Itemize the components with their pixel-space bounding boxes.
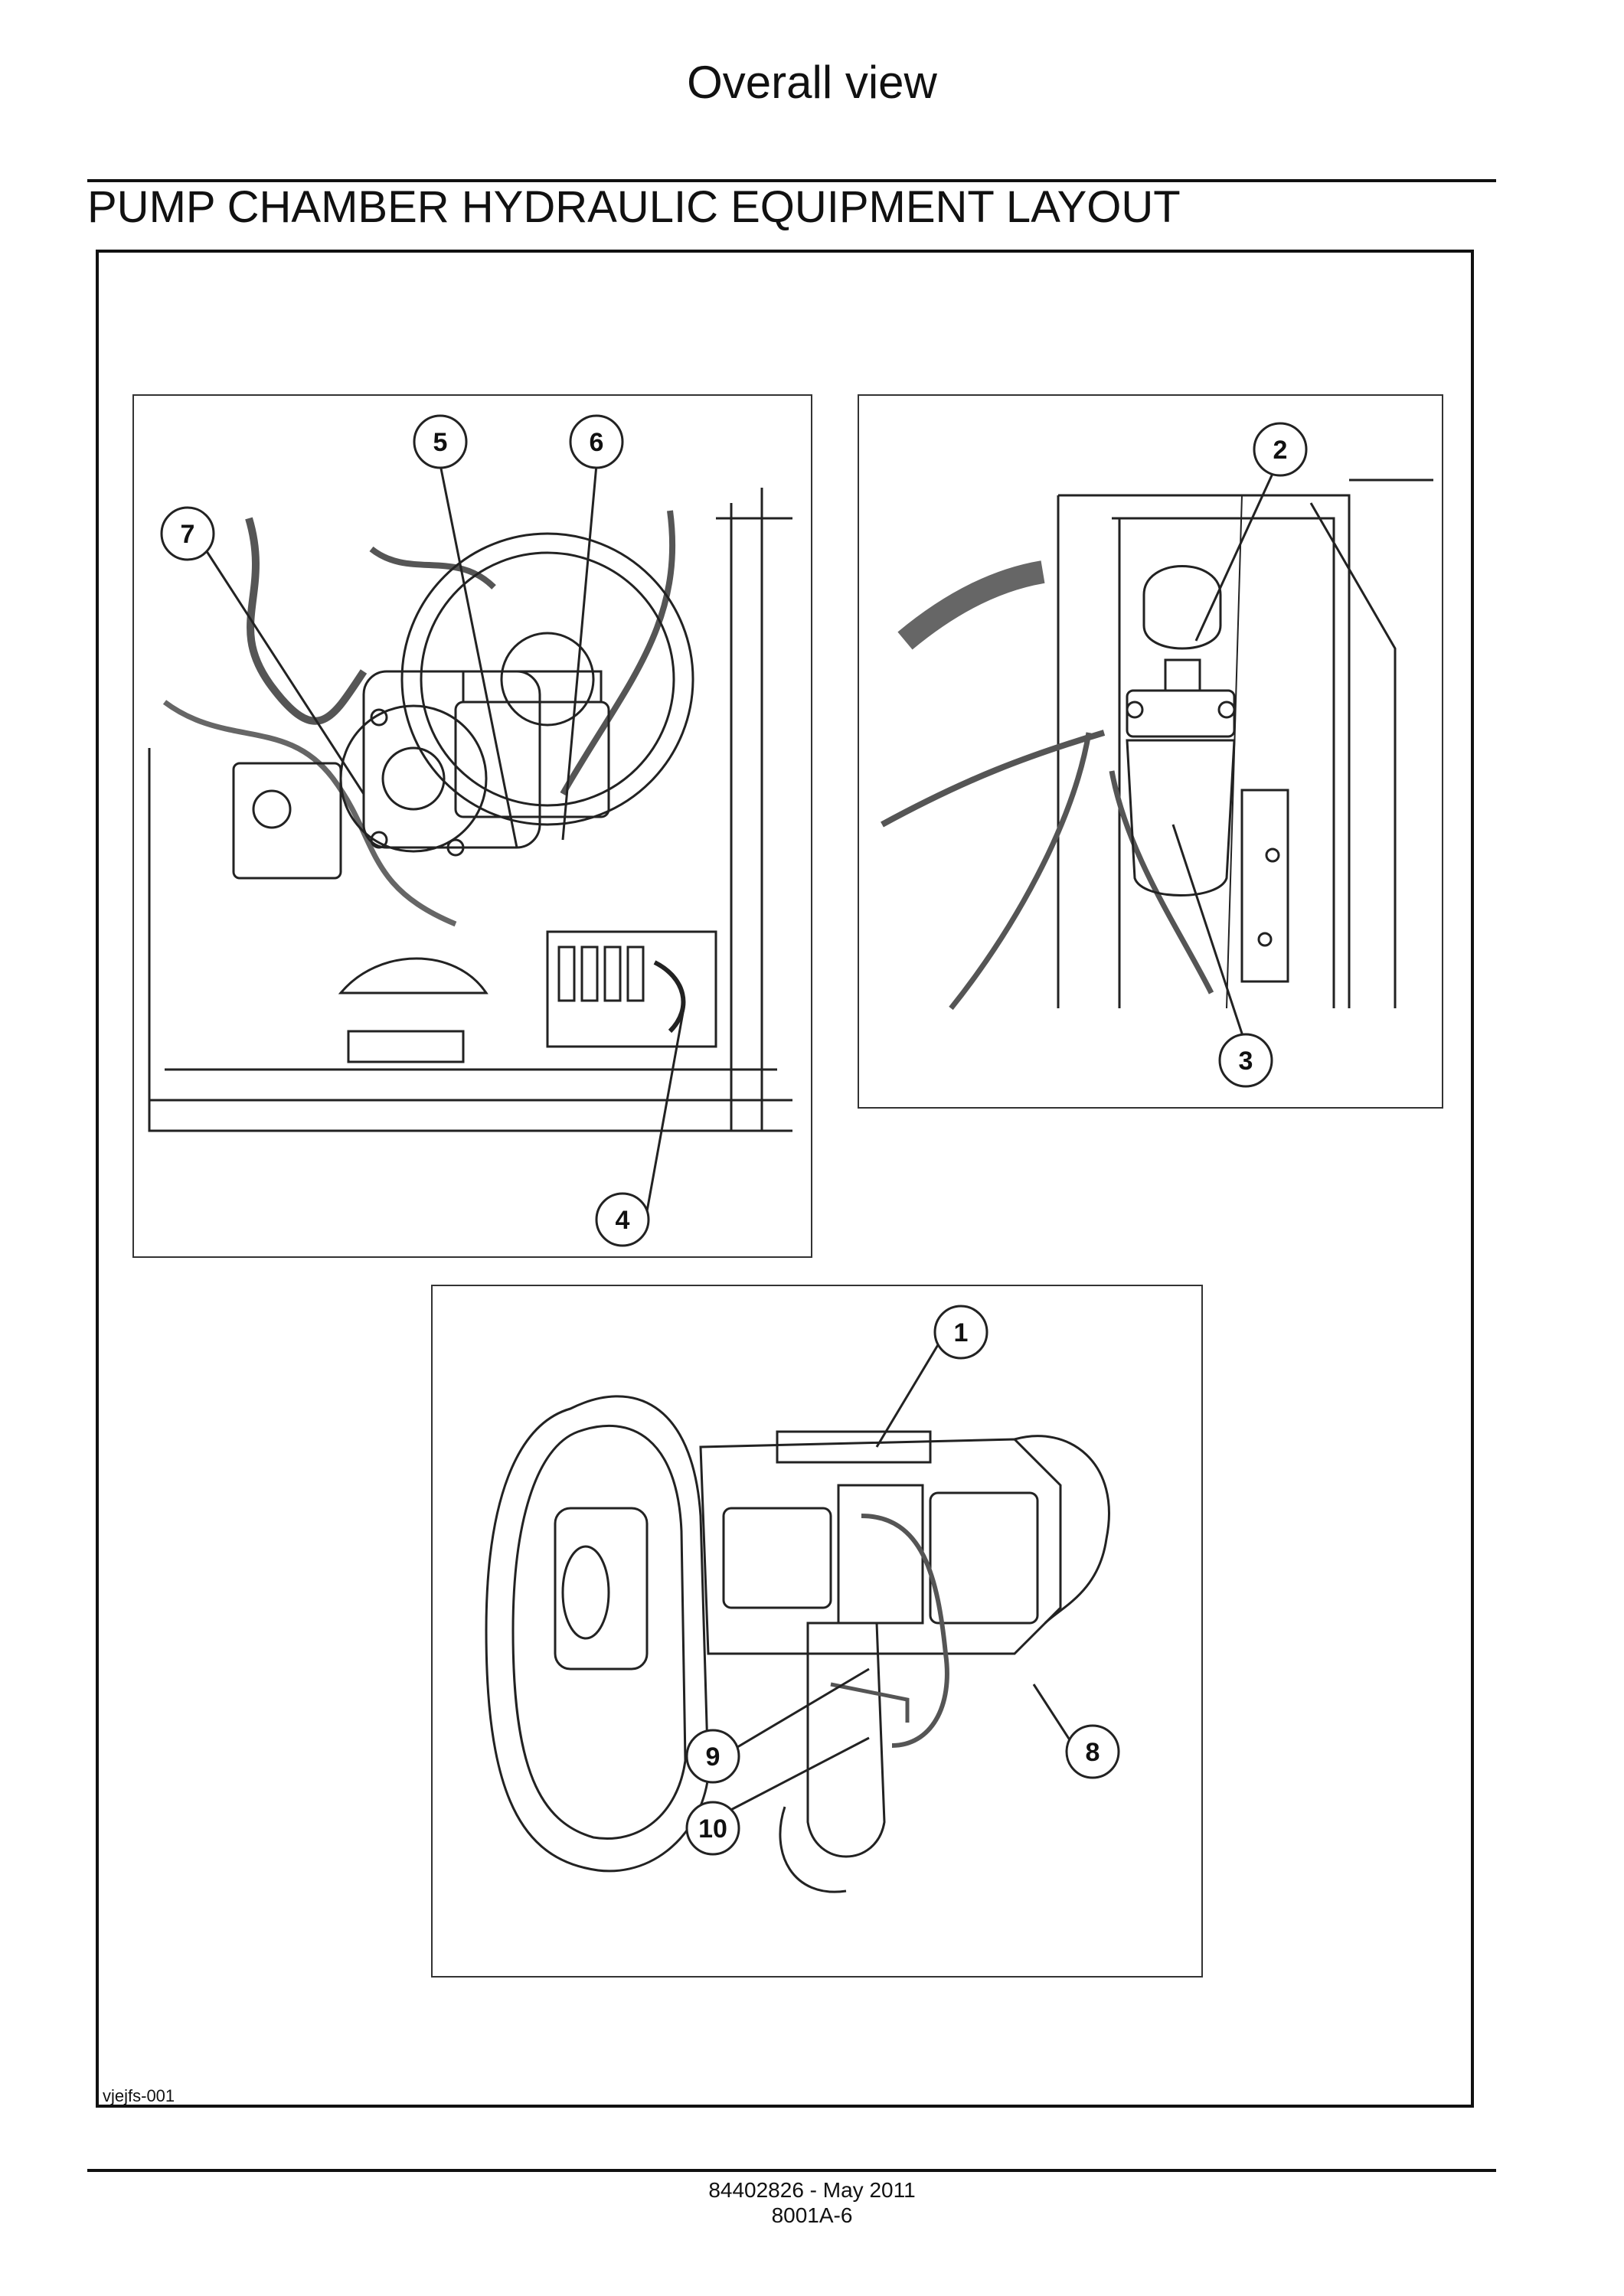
callout-10: 10 [698, 1814, 727, 1844]
callout-6: 6 [590, 428, 604, 457]
callout-9: 9 [706, 1742, 721, 1772]
bottom-rule [87, 2169, 1496, 2172]
illustration-accumulator-filter: 2 3 [858, 394, 1443, 1109]
footer-page-number: 8001A-6 [771, 2203, 853, 2227]
figure-frame [96, 250, 1474, 2108]
top-rule [87, 179, 1496, 182]
callout-1: 1 [954, 1318, 969, 1347]
callout-2: 2 [1273, 436, 1288, 465]
section-heading: Overall view [687, 57, 937, 108]
callout-4: 4 [616, 1206, 630, 1235]
callout-5: 5 [433, 428, 448, 457]
callout-3: 3 [1239, 1047, 1253, 1076]
callout-7: 7 [181, 520, 195, 549]
callout-8: 8 [1086, 1738, 1100, 1767]
page-title: PUMP CHAMBER HYDRAULIC EQUIPMENT LAYOUT [87, 182, 1181, 232]
figure-reference: vjejfs-001 [103, 2086, 175, 2105]
footer-doc-date: 84402826 - May 2011 [708, 2178, 916, 2202]
illustration-pump-assembly: 1 8 9 10 [431, 1285, 1203, 1978]
illustration-pump-bay: 5 6 7 4 [132, 394, 812, 1258]
